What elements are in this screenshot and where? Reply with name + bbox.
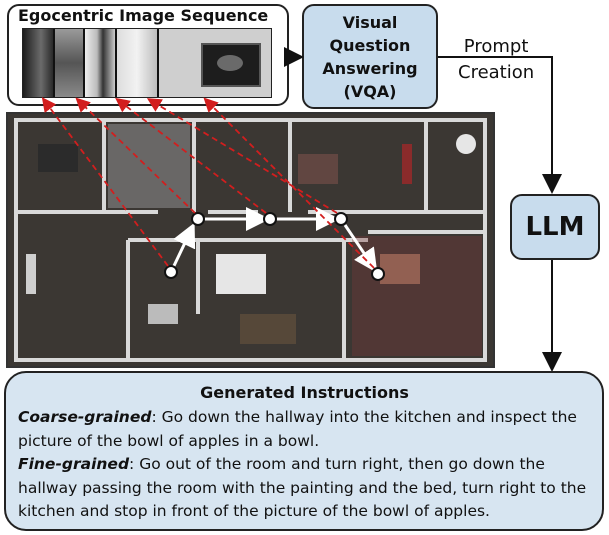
- fine-label: Fine-grained: [18, 455, 130, 473]
- coarse-label: Coarse-grained: [18, 408, 152, 426]
- instructions-title: Generated Instructions: [200, 383, 409, 402]
- vqa-line-2: Question: [329, 35, 411, 55]
- path-waypoints: [164, 212, 385, 281]
- llm-box: LLM: [510, 194, 600, 260]
- egocentric-title: Egocentric Image Sequence: [18, 6, 269, 25]
- frame-correspondence-arrows: [41, 97, 375, 269]
- floor-plan-map: [6, 112, 495, 368]
- vqa-box: Visual Question Answering (VQA): [302, 4, 438, 109]
- waypoint-3: [263, 212, 277, 226]
- egocentric-thumbnails: [22, 28, 272, 98]
- frame-5-image: [159, 29, 271, 97]
- instructions-body: Coarse-grained: Go down the hallway into…: [18, 406, 598, 524]
- agent-path: [170, 207, 378, 273]
- floor-plan-drawing: [14, 118, 487, 362]
- prompt-line-2: Creation: [458, 62, 535, 83]
- prompt-creation-label: Prompt Creation: [458, 34, 534, 86]
- coarse-instruction: Coarse-grained: Go down the hallway into…: [18, 406, 598, 453]
- prompt-line-1: Prompt: [463, 36, 529, 57]
- llm-label: LLM: [525, 212, 585, 242]
- generated-instructions-panel: [4, 371, 604, 531]
- vqa-line-4: (VQA): [343, 81, 397, 101]
- waypoint-2: [191, 212, 205, 226]
- coarse-text: : Go down the hallway into the kitchen a…: [18, 408, 577, 450]
- waypoint-4: [334, 212, 348, 226]
- waypoint-1: [164, 265, 178, 279]
- frame-1-image: [23, 29, 53, 97]
- frame-3-image: [85, 29, 115, 97]
- vqa-line-3: Answering: [322, 58, 418, 78]
- frame-2-image: [55, 29, 83, 97]
- vqa-line-1: Visual: [342, 12, 398, 32]
- waypoint-5: [371, 267, 385, 281]
- fine-text: : Go out of the room and turn right, the…: [18, 455, 587, 520]
- prompt-arrow: [438, 56, 562, 194]
- fine-instruction: Fine-grained: Go out of the room and tur…: [18, 453, 598, 524]
- frame-4-image: [117, 29, 157, 97]
- bed-shape: [216, 254, 266, 294]
